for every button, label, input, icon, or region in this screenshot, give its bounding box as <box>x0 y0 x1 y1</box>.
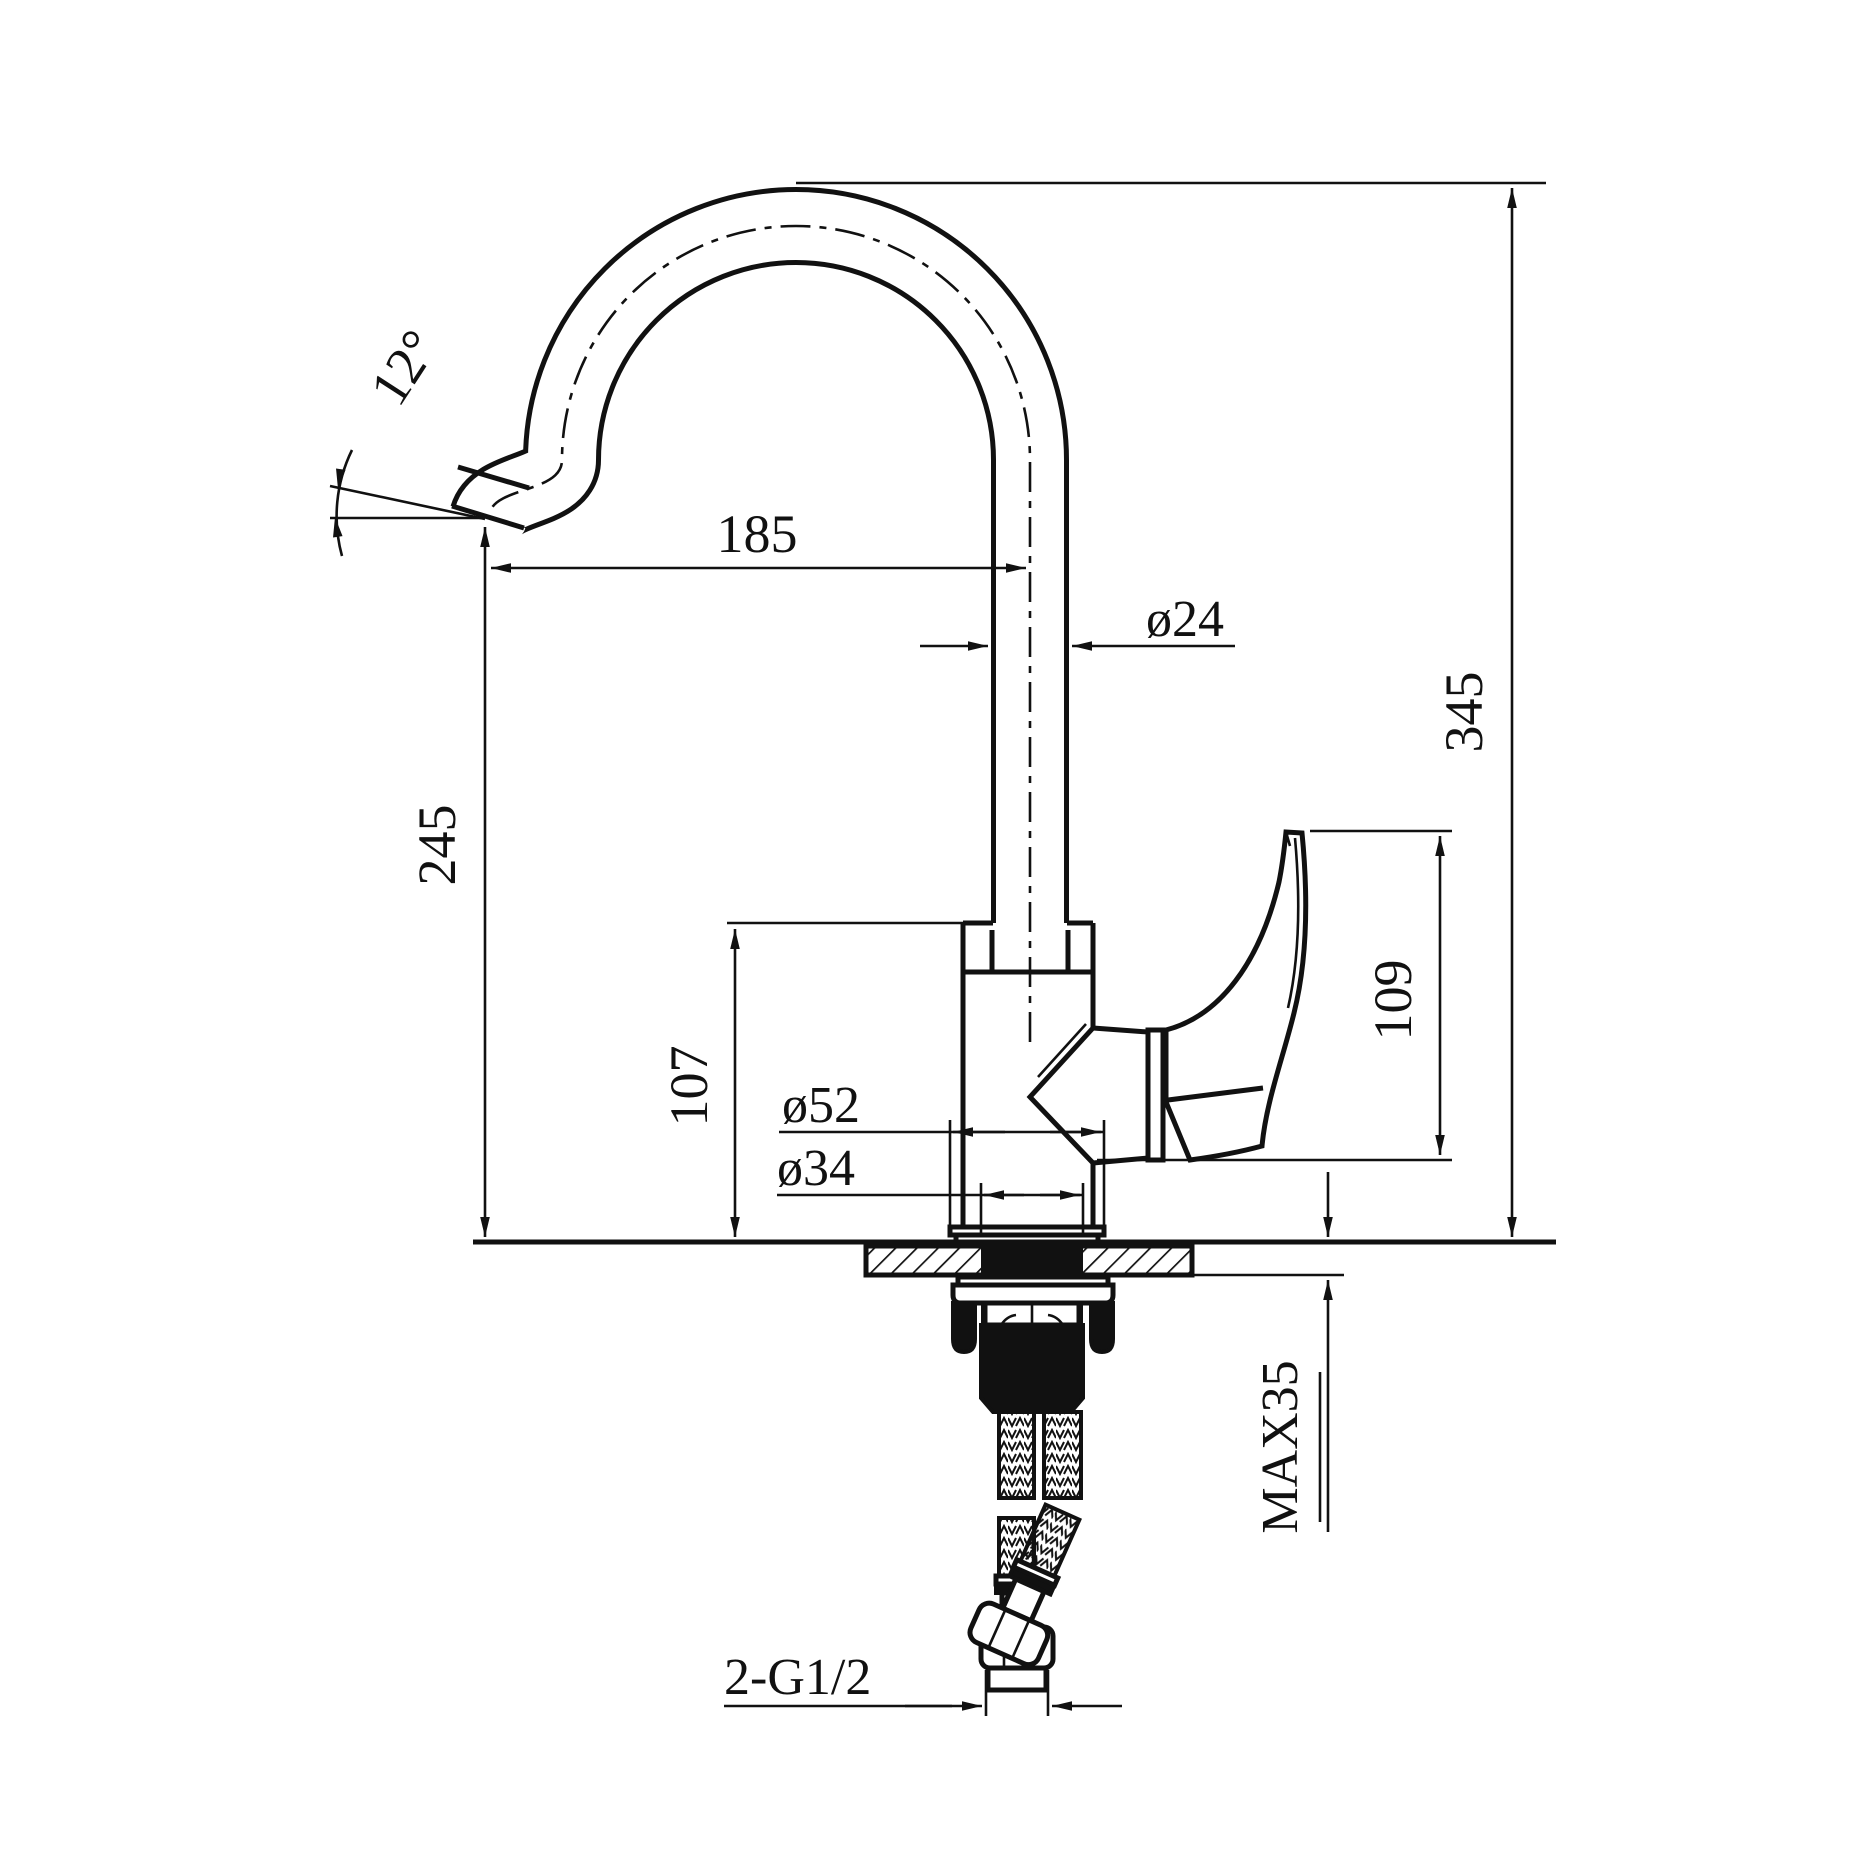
handle-connector <box>1145 1027 1166 1163</box>
fitting-nut <box>967 1600 1051 1668</box>
nut-facet-a <box>987 1608 1007 1649</box>
angle-ref-slanted <box>329 484 486 521</box>
dim-max-deck-thickness: MAX35 <box>1192 1172 1344 1534</box>
mounting-hardware <box>950 1274 1116 1414</box>
bracket-stud-right <box>1089 1301 1115 1355</box>
handle-top-notch <box>1284 831 1292 847</box>
g12-stub <box>985 1665 1049 1693</box>
nut-facet-b <box>1010 1619 1031 1659</box>
body-valve-notch <box>1026 1026 1095 1165</box>
label-supply-connections: 2-G1/2 <box>724 1649 871 1706</box>
handle-outline <box>1163 829 1309 1163</box>
deck-plate-hatch-left <box>866 1246 981 1275</box>
label-pipe-diameter: ø24 <box>1146 591 1224 648</box>
label-handle-height: 109 <box>1363 960 1423 1041</box>
deck-plate-hatch-right <box>1083 1246 1192 1275</box>
dim-spout-reach: 185 <box>491 504 1026 573</box>
label-body-height: 107 <box>659 1046 719 1127</box>
bracket-stud-left <box>951 1301 977 1355</box>
angle-arc <box>335 449 354 557</box>
cartridge-cone-top <box>1092 1025 1149 1035</box>
hose-left-upper <box>997 1410 1036 1500</box>
supply-hoses <box>967 1410 1083 1693</box>
angle-arrow-lower <box>333 517 343 538</box>
dim-supply-connections: 2-G1/2 <box>724 1649 1122 1716</box>
faucet-body <box>947 920 1149 1245</box>
dim-outlet-height: 245 <box>407 527 490 1237</box>
label-base-diameter: ø52 <box>782 1077 860 1134</box>
hose-right-upper <box>1042 1410 1083 1500</box>
spout-mouth-face <box>451 503 525 531</box>
label-overall-height: 345 <box>1434 672 1494 753</box>
dim-overall-height: 345 <box>796 181 1546 1237</box>
label-spout-angle: 12° <box>358 319 450 415</box>
label-outlet-height: 245 <box>407 805 467 886</box>
label-max-deck-thickness: MAX35 <box>1252 1360 1309 1533</box>
countertop <box>473 1239 1556 1278</box>
body-fill <box>963 923 1093 1227</box>
label-shank-diameter: ø34 <box>777 1140 855 1197</box>
handle-skirt-line <box>1167 1085 1264 1103</box>
dimensions: 12° 185 ø24 345 245 107 <box>329 181 1546 1716</box>
angle-arrow-upper <box>336 468 346 489</box>
dim-pipe-diameter: ø24 <box>920 591 1235 651</box>
spout-tube <box>450 187 1069 965</box>
body-valve-notch-inner <box>1037 1023 1087 1078</box>
dim-base-diameter: ø52 <box>779 1077 1106 1232</box>
dim-body-height: 107 <box>659 921 963 1237</box>
label-spout-reach: 185 <box>717 504 798 564</box>
mounting-bracket-bar <box>950 1282 1116 1306</box>
handle <box>1145 829 1309 1163</box>
center-axis-line <box>488 224 1032 1042</box>
dim-shank-diameter: ø34 <box>777 1140 1085 1236</box>
hose-crimp-block <box>979 1323 1085 1414</box>
dim-spout-angle: 12° <box>329 319 486 557</box>
hose-right-fitting <box>967 1502 1082 1668</box>
dim-handle-height: 109 <box>1097 829 1452 1162</box>
spout-aerator-band <box>457 464 530 491</box>
handle-lever-inner-line <box>1286 837 1300 1009</box>
